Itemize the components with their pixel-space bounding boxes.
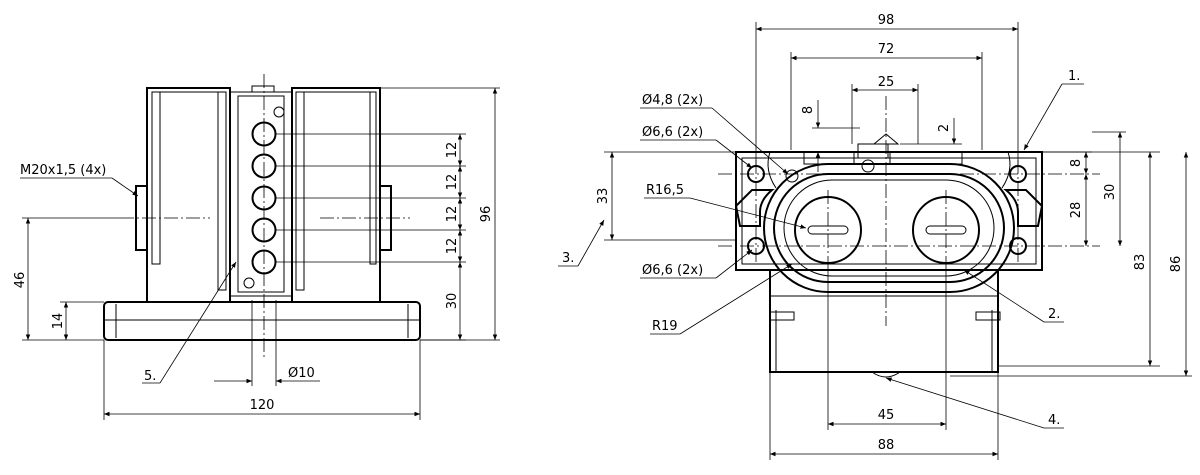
label-dia66-top: Ø6,6 (2x) [642,125,703,140]
dim-83: 83 [1133,254,1148,271]
dim-dia10: Ø10 [288,366,315,381]
hole-2 [251,153,277,179]
dim-2: 2 [937,124,952,132]
dim-30-right: 30 [1103,184,1118,201]
thread-label: M20x1,5 (4x) [20,163,106,178]
dim-98: 98 [878,13,895,28]
dim-14: 14 [51,313,66,330]
dim-45: 45 [878,408,895,423]
label-dia66-bottom: Ø6,6 (2x) [642,263,703,278]
dim-96: 96 [479,206,494,223]
callout-4: 4. [1048,413,1060,428]
dim-30-left: 30 [445,293,460,310]
dim-86: 86 [1169,256,1184,273]
dim-8-right: 8 [1069,159,1084,167]
callout-1: 1. [1068,69,1080,84]
label-r19: R19 [652,319,678,334]
flange-plate [735,151,1043,271]
callout-3: 3. [562,251,574,266]
dim-33: 33 [596,188,611,205]
dim-120: 120 [250,398,275,413]
dim-28: 28 [1069,202,1084,219]
dim-8-top: 8 [801,106,816,114]
dim-12-c: 12 [445,206,460,223]
oval-outer [763,163,1015,293]
label-dia48: Ø4,8 (2x) [642,93,703,108]
dim-12-a: 12 [445,142,460,159]
dim-12-b: 12 [445,174,460,191]
dim-46: 46 [13,272,28,289]
callout-5: 5. [144,369,156,384]
dim-12-d: 12 [445,238,460,255]
dim-72: 72 [878,42,895,57]
right-housing [291,87,381,303]
left-view: 12 12 12 12 30 96 46 14 M20x1,5 (4x) Ø10… [13,74,500,420]
label-r165: R16,5 [646,183,684,198]
callout-2: 2. [1048,307,1060,322]
dim-88: 88 [878,438,895,453]
right-view: 98 72 25 8 2 8 28 30 83 [558,13,1192,460]
dim-25: 25 [878,75,895,90]
base-plate [103,301,421,341]
lower-body [769,270,999,373]
